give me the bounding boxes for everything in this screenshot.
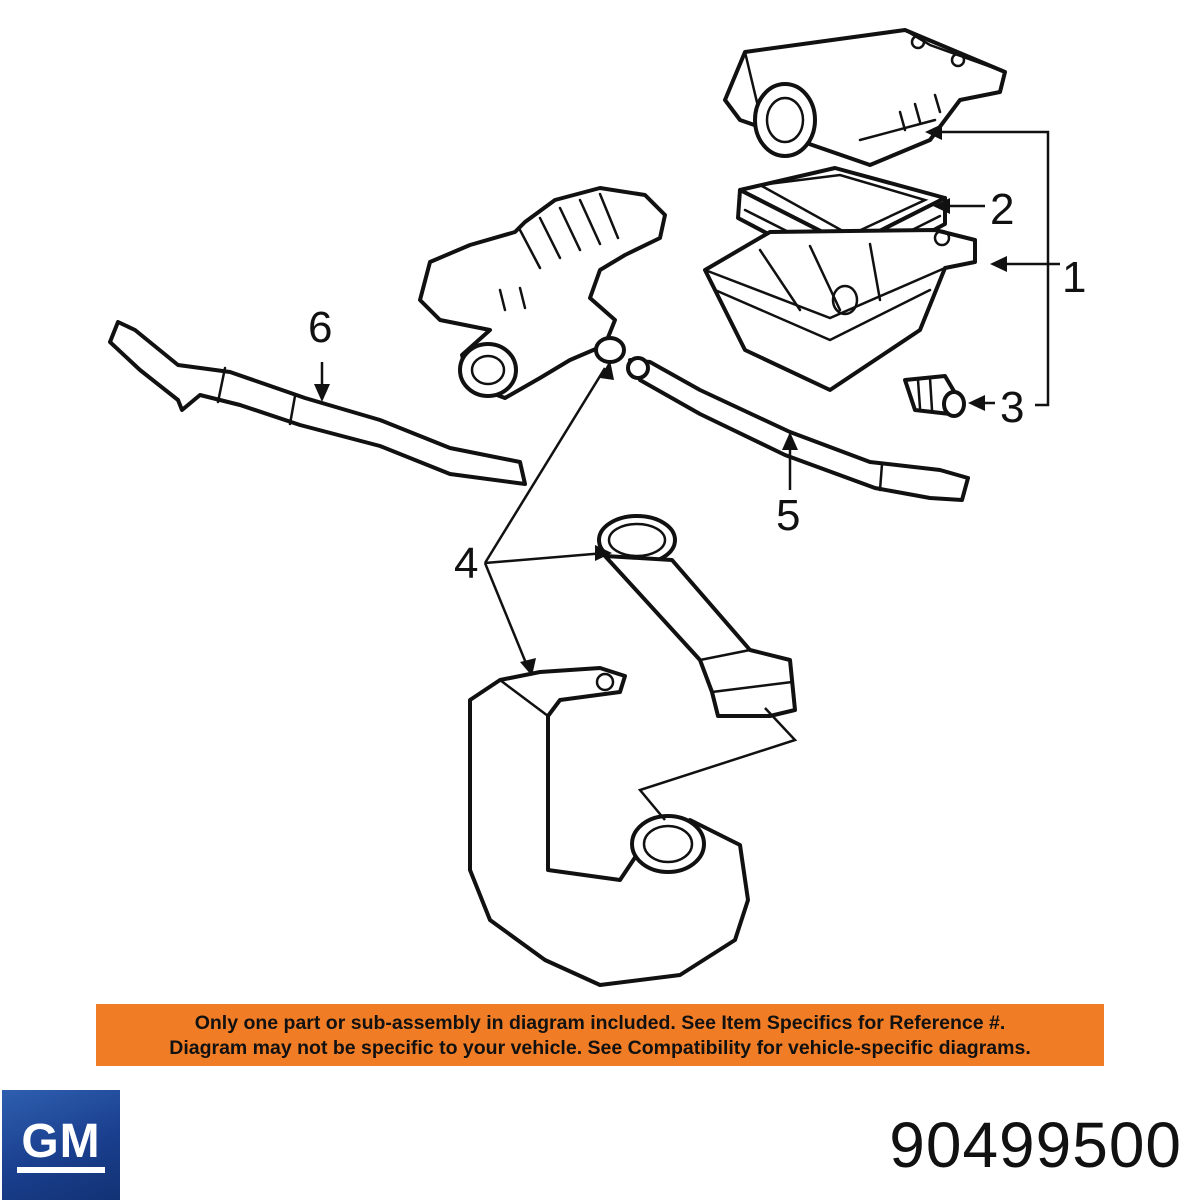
callout-4: 4: [454, 539, 478, 588]
callout-3: 3: [1000, 383, 1024, 432]
callout-5: 5: [776, 491, 800, 540]
callout-6: 6: [308, 303, 332, 352]
arrowheads: [314, 124, 1007, 676]
air-cleaner-housing: [703, 228, 977, 392]
leader-lines: [320, 130, 1060, 821]
air-cleaner-cover: [723, 28, 1007, 167]
callout-1: 1: [1062, 253, 1086, 302]
intake-duct-elbow: [468, 666, 750, 987]
vacuum-hose-5: [626, 356, 970, 502]
compatibility-notice-banner: Only one part or sub-assembly in diagram…: [96, 1004, 1104, 1066]
temperature-sensor: [903, 374, 966, 418]
intake-tube-flanged: [597, 514, 797, 718]
callout-2: 2: [990, 185, 1014, 234]
notice-line-1: Only one part or sub-assembly in diagram…: [194, 1012, 1006, 1034]
part-number: 90499500: [889, 1109, 1182, 1181]
gm-logo-text: GM: [17, 1117, 105, 1173]
intake-bellows-duct: [418, 186, 667, 400]
vacuum-hose-6: [108, 320, 527, 486]
gm-logo: GM: [2, 1090, 120, 1200]
parts-diagram: 1 2 3 4 5 6: [108, 28, 1086, 987]
notice-line-2: Diagram may not be specific to your vehi…: [169, 1037, 1031, 1059]
